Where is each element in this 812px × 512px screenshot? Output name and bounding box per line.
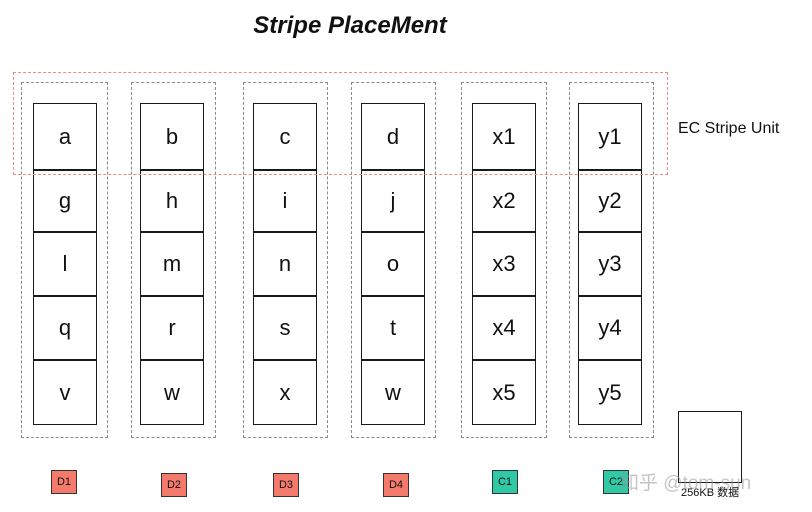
column-d3 xyxy=(243,82,328,438)
disk-badge-d2: D2 xyxy=(161,473,187,497)
stripe-cell: h xyxy=(140,170,204,232)
diagram-title: Stripe PlaceMent xyxy=(253,12,447,39)
stripe-cell: a xyxy=(33,103,97,170)
ec-stripe-unit-label: EC Stripe Unit xyxy=(678,120,780,137)
legend-box xyxy=(678,411,742,483)
stripe-cell: i xyxy=(253,170,317,232)
disk-badge-d3: D3 xyxy=(273,473,299,497)
stripe-cell: n xyxy=(253,232,317,296)
stripe-cell: b xyxy=(140,103,204,170)
ec-stripe-unit-outline xyxy=(13,72,668,175)
disk-badge-c1: C1 xyxy=(492,470,518,494)
stripe-cell: d xyxy=(361,103,425,170)
stripe-cell: x4 xyxy=(472,296,536,360)
stripe-cell: c xyxy=(253,103,317,170)
stripe-cell: t xyxy=(361,296,425,360)
watermark: 知乎 @tom-sun xyxy=(620,473,752,494)
column-d2 xyxy=(131,82,216,438)
stripe-cell: y5 xyxy=(578,360,642,425)
stripe-cell: s xyxy=(253,296,317,360)
column-c2 xyxy=(569,82,654,438)
disk-badge-d1: D1 xyxy=(51,470,77,494)
stripe-cell: r xyxy=(140,296,204,360)
stripe-cell: x xyxy=(253,360,317,425)
disk-badge-c2: C2 xyxy=(603,470,629,494)
stripe-cell: y2 xyxy=(578,170,642,232)
stripe-cell: x3 xyxy=(472,232,536,296)
stripe-cell: y1 xyxy=(578,103,642,170)
stripe-cell: w xyxy=(361,360,425,425)
stripe-cell: m xyxy=(140,232,204,296)
stripe-cell: x5 xyxy=(472,360,536,425)
stripe-cell: y4 xyxy=(578,296,642,360)
stripe-cell: j xyxy=(361,170,425,232)
column-c1 xyxy=(461,82,547,438)
stripe-cell: x1 xyxy=(472,103,536,170)
stripe-cell: x2 xyxy=(472,170,536,232)
column-d1 xyxy=(21,82,108,438)
stripe-cell: v xyxy=(33,360,97,425)
disk-badge-d4: D4 xyxy=(383,473,409,497)
column-d4 xyxy=(351,82,436,438)
stripe-cell: w xyxy=(140,360,204,425)
stripe-cell: g xyxy=(33,170,97,232)
stripe-cell: l xyxy=(33,232,97,296)
stripe-cell: q xyxy=(33,296,97,360)
stripe-cell: y3 xyxy=(578,232,642,296)
stripe-cell: o xyxy=(361,232,425,296)
legend-label: 256KB 数据 xyxy=(681,487,740,499)
